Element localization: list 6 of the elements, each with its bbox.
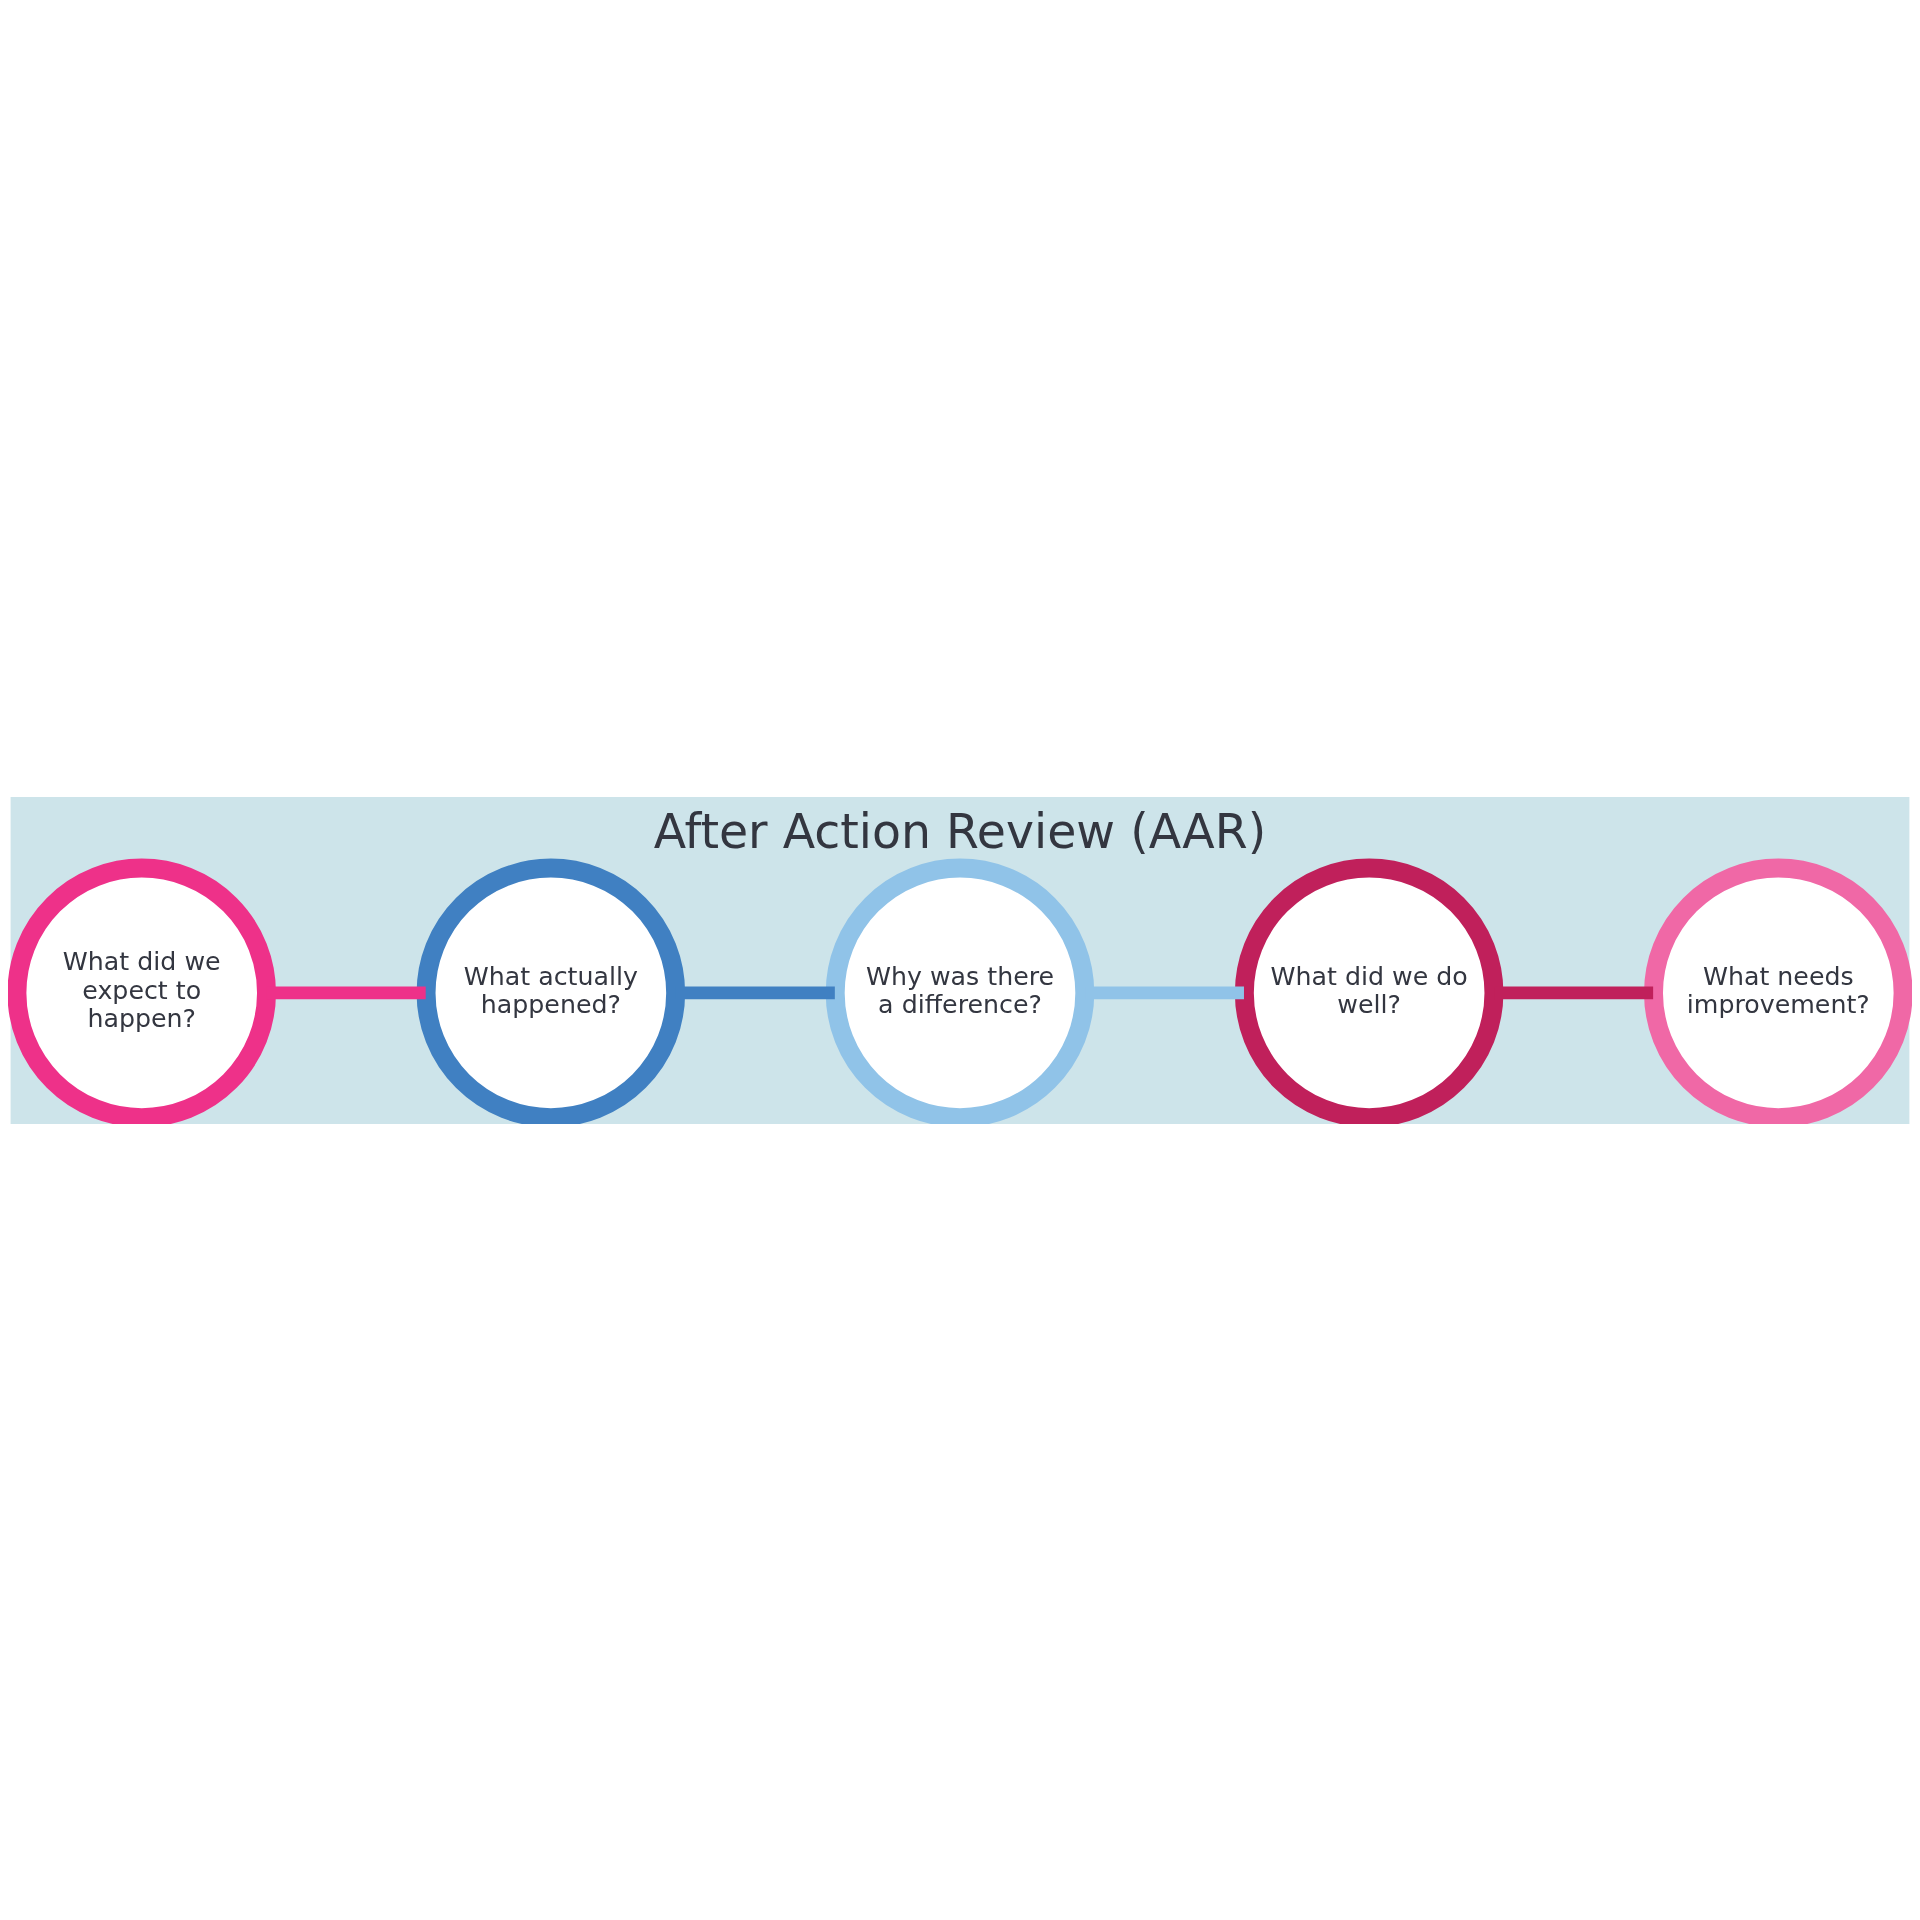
node-circle: What did we do well?	[1234, 858, 1504, 1124]
node-circle: What actually happened?	[416, 858, 686, 1124]
node-circle: What did we expect to happen?	[8, 858, 276, 1124]
diagram-title: After Action Review (AAR)	[653, 803, 1267, 859]
node-circle: Why was there a difference?	[825, 858, 1095, 1124]
node-circle: What needs improvement?	[1644, 858, 1912, 1124]
